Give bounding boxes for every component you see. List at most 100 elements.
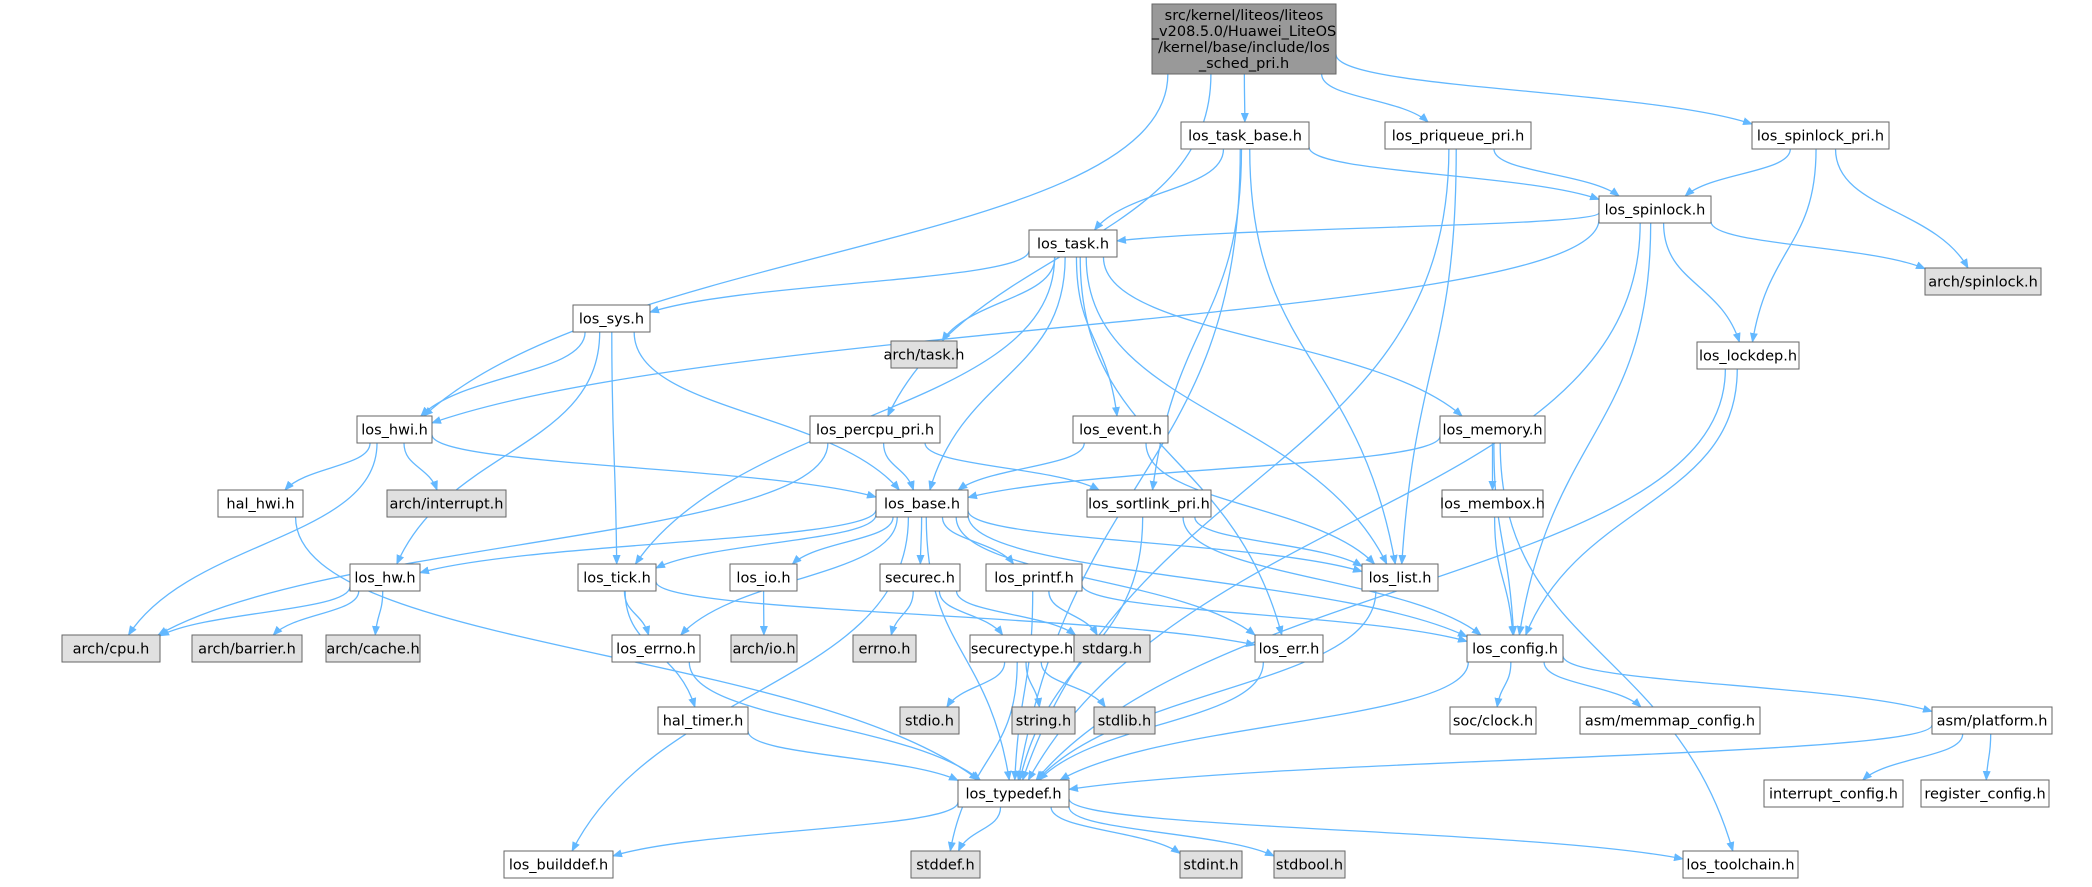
node-arch-task[interactable]: arch/task.h: [884, 340, 965, 369]
node-box[interactable]: [890, 340, 958, 369]
node-los-io[interactable]: los_io.h: [729, 563, 798, 592]
node-box[interactable]: [1151, 3, 1337, 75]
node-arch-spinlock[interactable]: arch/spinlock.h: [1924, 267, 2042, 296]
node-los-sortlink-pri[interactable]: los_sortlink_pri.h: [1086, 489, 1212, 518]
node-box[interactable]: [969, 634, 1075, 663]
node-box[interactable]: [611, 634, 701, 663]
node-soc-clock[interactable]: soc/clock.h: [1449, 706, 1537, 735]
node-los-priqueue-pri[interactable]: los_priqueue_pri.h: [1384, 121, 1532, 150]
node-box[interactable]: [577, 563, 657, 592]
node-box[interactable]: [957, 779, 1070, 808]
node-stddef[interactable]: stddef.h: [910, 850, 981, 879]
node-box[interactable]: [61, 634, 161, 663]
node-box[interactable]: [503, 850, 614, 879]
node-los-typedef[interactable]: los_typedef.h: [957, 779, 1070, 808]
node-errno-h[interactable]: errno.h: [852, 634, 917, 663]
node-stdint[interactable]: stdint.h: [1179, 850, 1243, 879]
node-securec[interactable]: securec.h: [879, 563, 961, 592]
node-root[interactable]: src/kernel/liteos/liteos_v208.5.0/Huawei…: [1151, 3, 1337, 75]
node-los-err[interactable]: los_err.h: [1254, 634, 1324, 663]
node-los-toolchain[interactable]: los_toolchain.h: [1682, 850, 1799, 879]
node-box[interactable]: [879, 563, 961, 592]
node-box[interactable]: [875, 489, 969, 518]
node-box[interactable]: [1254, 634, 1324, 663]
node-box[interactable]: [730, 634, 798, 663]
node-los-config[interactable]: los_config.h: [1466, 634, 1564, 663]
node-interrupt-config[interactable]: interrupt_config.h: [1763, 779, 1904, 808]
node-los-hwi[interactable]: los_hwi.h: [356, 415, 433, 444]
node-los-event[interactable]: los_event.h: [1072, 415, 1169, 444]
node-box[interactable]: [1179, 850, 1243, 879]
node-los-list[interactable]: los_list.h: [1361, 563, 1439, 592]
node-box[interactable]: [1273, 850, 1346, 879]
node-string-h[interactable]: string.h: [1011, 706, 1076, 735]
node-box[interactable]: [899, 706, 960, 735]
node-box[interactable]: [1011, 706, 1076, 735]
node-los-sys[interactable]: los_sys.h: [572, 304, 651, 333]
node-box[interactable]: [809, 415, 941, 444]
node-los-task-base[interactable]: los_task_base.h: [1180, 121, 1310, 150]
node-box[interactable]: [1441, 489, 1544, 518]
node-asm-memmap[interactable]: asm/memmap_config.h: [1579, 706, 1761, 735]
node-box[interactable]: [1449, 706, 1537, 735]
node-los-task[interactable]: los_task.h: [1028, 229, 1118, 258]
node-box[interactable]: [985, 563, 1083, 592]
node-box[interactable]: [1086, 489, 1212, 518]
node-arch-cpu[interactable]: arch/cpu.h: [61, 634, 161, 663]
node-los-errno[interactable]: los_errno.h: [611, 634, 701, 663]
node-box[interactable]: [852, 634, 917, 663]
node-box[interactable]: [1751, 121, 1890, 150]
node-stdarg[interactable]: stdarg.h: [1073, 634, 1151, 663]
node-box[interactable]: [1682, 850, 1799, 879]
node-arch-barrier[interactable]: arch/barrier.h: [191, 634, 303, 663]
node-box[interactable]: [1180, 121, 1310, 150]
node-box[interactable]: [1598, 195, 1712, 224]
node-securectype[interactable]: securectype.h: [969, 634, 1075, 663]
node-box[interactable]: [1763, 779, 1904, 808]
node-box[interactable]: [191, 634, 303, 663]
node-box[interactable]: [657, 706, 749, 735]
node-los-builddef[interactable]: los_builddef.h: [503, 850, 614, 879]
node-box[interactable]: [910, 850, 981, 879]
node-box[interactable]: [1696, 341, 1800, 370]
node-box[interactable]: [386, 489, 507, 518]
node-los-membox[interactable]: los_membox.h: [1440, 489, 1545, 518]
node-los-base[interactable]: los_base.h: [875, 489, 969, 518]
node-box[interactable]: [325, 634, 421, 663]
node-los-spinlock[interactable]: los_spinlock.h: [1598, 195, 1712, 224]
node-box[interactable]: [1361, 563, 1439, 592]
node-arch-io[interactable]: arch/io.h: [730, 634, 798, 663]
node-arch-interrupt[interactable]: arch/interrupt.h: [386, 489, 507, 518]
node-box[interactable]: [1466, 634, 1564, 663]
node-box[interactable]: [1384, 121, 1532, 150]
node-arch-cache[interactable]: arch/cache.h: [325, 634, 421, 663]
node-los-printf[interactable]: los_printf.h: [985, 563, 1083, 592]
node-box[interactable]: [729, 563, 798, 592]
node-los-lockdep[interactable]: los_lockdep.h: [1696, 341, 1800, 370]
node-box[interactable]: [217, 489, 304, 518]
node-box[interactable]: [572, 304, 651, 333]
node-hal-timer[interactable]: hal_timer.h: [657, 706, 749, 735]
node-los-memory[interactable]: los_memory.h: [1439, 415, 1546, 444]
node-box[interactable]: [1073, 634, 1151, 663]
node-register-config[interactable]: register_config.h: [1920, 779, 2050, 808]
node-asm-platform[interactable]: asm/platform.h: [1931, 706, 2053, 735]
node-box[interactable]: [356, 415, 433, 444]
node-box[interactable]: [1920, 779, 2050, 808]
node-los-tick[interactable]: los_tick.h: [577, 563, 657, 592]
node-box[interactable]: [1028, 229, 1118, 258]
node-los-percpu-pri[interactable]: los_percpu_pri.h: [809, 415, 941, 444]
node-los-hw[interactable]: los_hw.h: [349, 563, 421, 592]
node-box[interactable]: [1579, 706, 1761, 735]
node-box[interactable]: [1931, 706, 2053, 735]
node-stdlib[interactable]: stdlib.h: [1093, 706, 1156, 735]
node-box[interactable]: [1924, 267, 2042, 296]
node-los-spinlock-pri[interactable]: los_spinlock_pri.h: [1751, 121, 1890, 150]
node-hal-hwi[interactable]: hal_hwi.h: [217, 489, 304, 518]
node-box[interactable]: [1439, 415, 1546, 444]
node-box[interactable]: [1072, 415, 1169, 444]
node-box[interactable]: [1093, 706, 1156, 735]
node-stdbool[interactable]: stdbool.h: [1273, 850, 1346, 879]
node-stdio[interactable]: stdio.h: [899, 706, 960, 735]
node-box[interactable]: [349, 563, 421, 592]
